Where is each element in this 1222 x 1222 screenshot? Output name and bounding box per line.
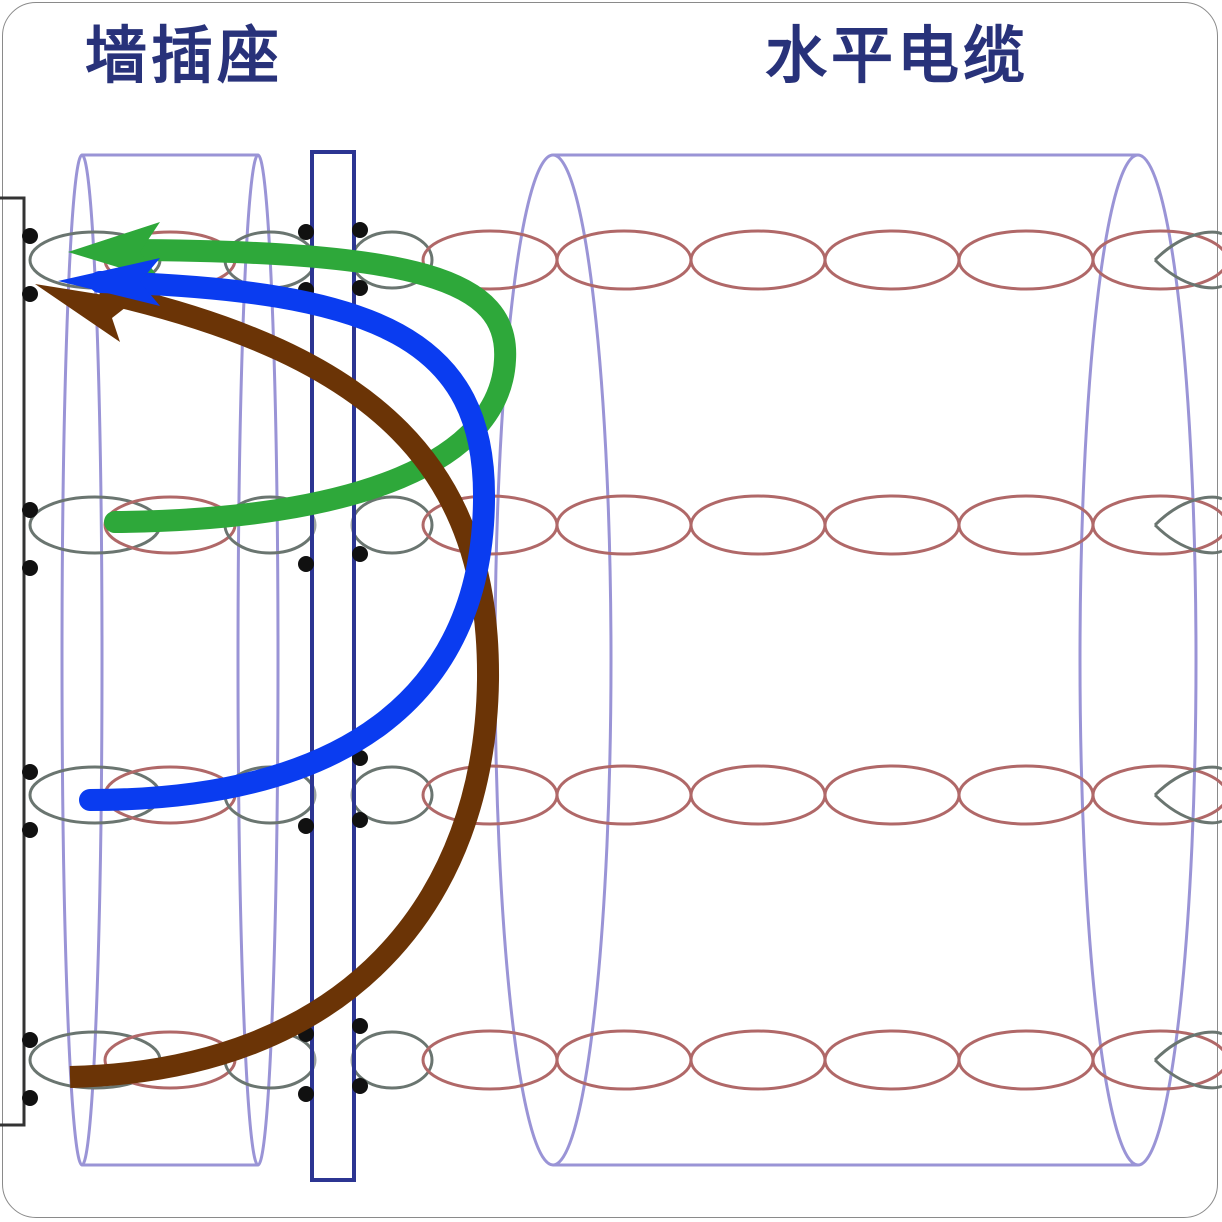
terminal-dot <box>22 502 38 518</box>
pair-twist <box>689 764 827 826</box>
pair-twist <box>823 229 961 291</box>
pair-twist <box>823 494 961 556</box>
twisted-pairs <box>28 229 1222 1091</box>
wall-outlet-label: 墙插座 <box>85 19 284 92</box>
blue-arrow-shaft <box>79 271 496 811</box>
pair-twist <box>555 229 693 291</box>
pair-end <box>1153 1030 1222 1090</box>
terminal-dot <box>352 1018 368 1034</box>
pair-twist <box>1091 229 1222 291</box>
pair-twist <box>689 1029 827 1091</box>
cable-shields <box>60 153 1198 1167</box>
pair-twist <box>957 1029 1095 1091</box>
brown-arrowhead <box>35 284 135 342</box>
pair-twist <box>689 494 827 556</box>
terminal-dot <box>298 224 314 240</box>
pair-twist <box>555 764 693 826</box>
horizontal-cable-label: 水平电缆 <box>765 19 1030 92</box>
pair-end <box>1153 495 1222 555</box>
pair-twist <box>957 229 1095 291</box>
terminal-dot <box>22 1032 38 1048</box>
terminal-dot <box>22 764 38 780</box>
pair-twist <box>823 1029 961 1091</box>
pair-twist <box>1091 1029 1222 1091</box>
pair-twist <box>689 229 827 291</box>
pair-twist <box>823 764 961 826</box>
terminal-dot <box>298 818 314 834</box>
pair-twist <box>555 1029 693 1091</box>
terminal-dot <box>352 1078 368 1094</box>
terminal-dot <box>22 228 38 244</box>
pair-end <box>1153 230 1222 290</box>
brown-arrow-shaft <box>69 281 500 1088</box>
terminal-dot <box>352 546 368 562</box>
pair-twist <box>957 764 1095 826</box>
cable-shield-left-end <box>493 153 613 1167</box>
pair-loop <box>350 495 434 555</box>
terminal-dot <box>22 822 38 838</box>
pair-twist <box>421 1029 559 1091</box>
bracket-line <box>0 196 26 1127</box>
terminal-dot <box>352 750 368 766</box>
terminal-dot <box>298 1086 314 1102</box>
cable-shield-right-end <box>1078 153 1198 1167</box>
pair-end <box>1153 765 1222 825</box>
pair-twist <box>421 764 559 826</box>
terminal-dot <box>352 222 368 238</box>
terminal-dot <box>22 560 38 576</box>
pair-twist <box>1091 494 1222 556</box>
terminal-dot <box>352 280 368 296</box>
pair-twist <box>1091 764 1222 826</box>
blue-arrowhead <box>58 258 160 306</box>
pair-twist <box>957 494 1095 556</box>
green-arrow-shaft <box>99 239 517 533</box>
terminal-dot <box>22 286 38 302</box>
jack-bracket <box>0 196 26 1127</box>
coupling-arrows <box>35 222 517 1088</box>
terminal-dot <box>22 1090 38 1106</box>
terminal-dots <box>22 222 368 1106</box>
pair-twist <box>555 494 693 556</box>
terminal-dot <box>352 812 368 828</box>
terminal-dot <box>298 556 314 572</box>
